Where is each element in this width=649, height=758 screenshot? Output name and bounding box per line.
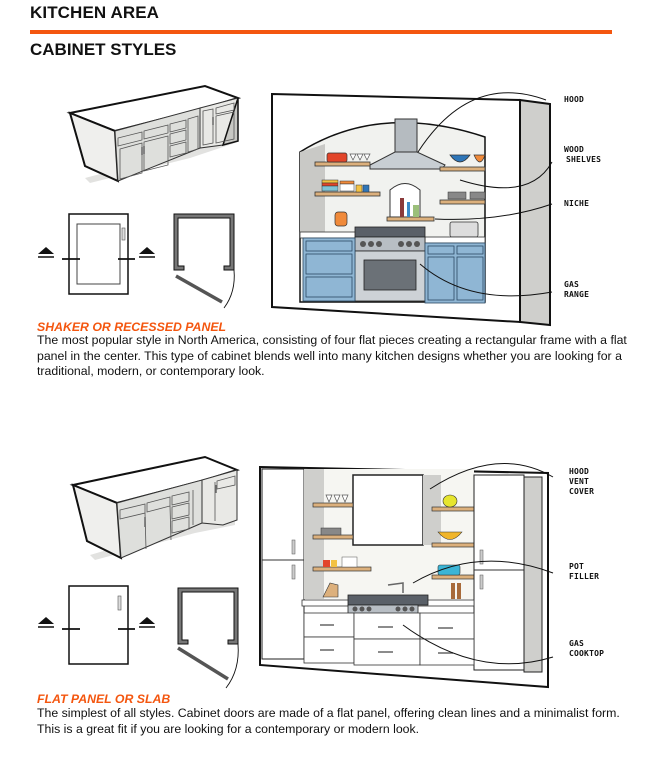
shaker-door-section-plan (173, 213, 235, 309)
slab-l-cabinet-illustration (69, 455, 240, 560)
callout-hood: HOOD (564, 95, 585, 104)
shaker-l-cabinet-illustration (66, 84, 242, 183)
section-description-shaker: The most popular style in North America,… (37, 333, 627, 378)
slab-kitchen-scene (259, 463, 554, 689)
section-description-slab: The simplest of all styles. Cabinet door… (37, 706, 620, 736)
section-title-shaker: SHAKER OR RECESSED PANEL (37, 320, 227, 334)
section-title-slab: FLAT PANEL OR SLAB (37, 692, 171, 706)
shaker-door-elevation (38, 213, 155, 295)
shaker-kitchen-scene (271, 92, 553, 327)
slab-door-section-plan (177, 587, 239, 689)
callout-niche: NICHE (564, 199, 590, 208)
slab-door-elevation (38, 585, 155, 665)
page-subtitle: CABINET STYLES (30, 40, 177, 59)
page-title: KITCHEN AREA (30, 3, 160, 22)
accent-rule (30, 30, 612, 34)
